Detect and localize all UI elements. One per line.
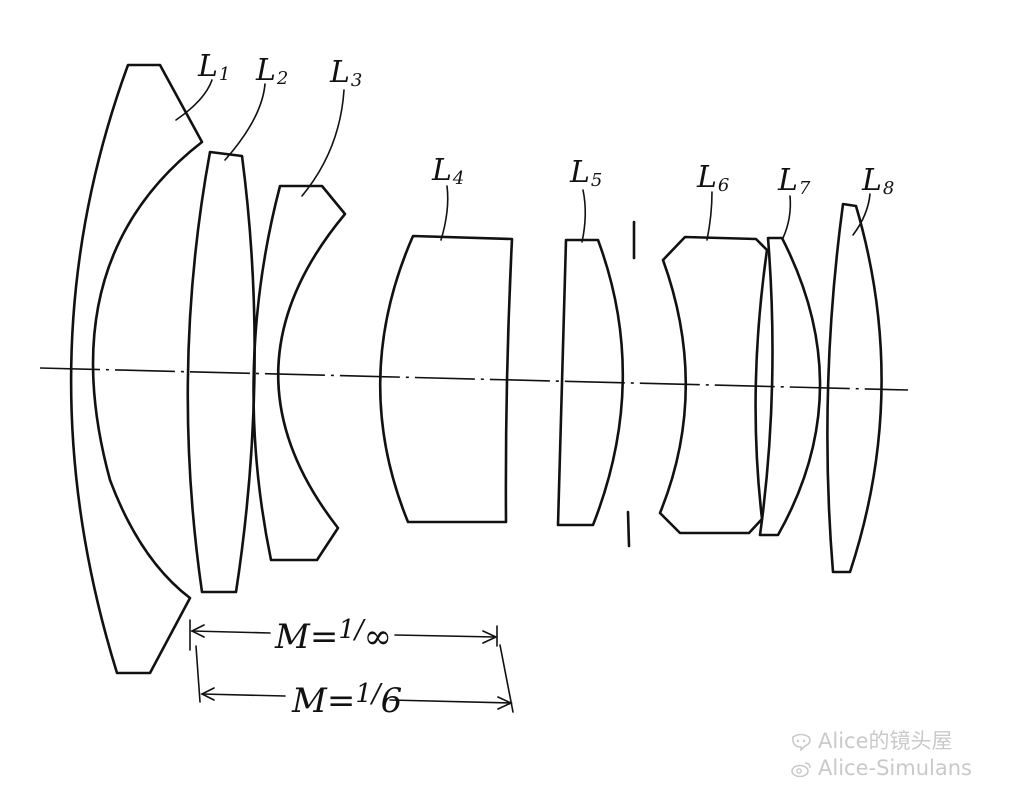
leader-line-l5	[581, 189, 587, 243]
lens-label-l4: L4	[431, 153, 464, 189]
optical-axis	[39, 367, 909, 391]
lens-label-l5: L5	[569, 155, 602, 191]
watermark-line-1: Alice的镜头屋	[790, 728, 972, 755]
leader-line-l3	[301, 89, 345, 197]
watermark: Alice的镜头屋 Alice-Simulans	[790, 728, 972, 782]
watermark-text-2: Alice-Simulans	[818, 756, 972, 780]
dimension-start-tick-lower	[195, 645, 201, 703]
weibo-icon	[791, 761, 811, 777]
chat-bubble-icon	[792, 733, 811, 751]
dimension-arrow-line-infinity-left	[191, 630, 271, 634]
aperture-stop-bottom	[626, 510, 631, 548]
leader-line-l2	[224, 83, 266, 161]
lens-label-l3: L3	[329, 55, 362, 91]
dimension-arrowhead-infinity-left	[190, 624, 205, 638]
lens-element-l5	[556, 238, 625, 527]
dimension-arrow-line-infinity-right	[394, 634, 496, 638]
lens-label-l8: L8	[861, 163, 894, 199]
leader-line-l1	[175, 79, 213, 121]
dimension-end-tick-six	[499, 644, 514, 713]
lens-element-l1	[69, 63, 204, 675]
leader-line-l8	[852, 193, 871, 236]
dimension-arrowhead-infinity-right	[482, 630, 498, 644]
dimension-arrowhead-six-left	[200, 687, 215, 701]
lens-label-l2: L2	[255, 53, 288, 89]
watermark-text-1: Alice的镜头屋	[818, 729, 953, 753]
dimension-arrow-line-six-right	[389, 699, 511, 704]
leader-line-l7	[782, 195, 792, 239]
lens-element-l6	[658, 235, 769, 535]
leader-line-l6	[706, 191, 713, 241]
lens-element-l2	[186, 150, 256, 594]
lens-label-l1: L1	[197, 49, 230, 85]
watermark-line-2: Alice-Simulans	[790, 755, 972, 782]
lens-element-l4	[378, 234, 514, 524]
lens-label-l6: L6	[696, 160, 729, 196]
movement-label-infinity: M=1/∞	[274, 615, 392, 657]
lens-element-l8	[826, 202, 883, 574]
leader-line-l4	[440, 185, 449, 241]
lens-label-l7: L7	[777, 163, 811, 199]
lens-element-l7	[758, 236, 822, 537]
lens-element-l3	[252, 184, 347, 562]
dimension-arrow-line-six-left	[201, 693, 286, 697]
movement-label-six: M=1/6	[291, 679, 402, 721]
